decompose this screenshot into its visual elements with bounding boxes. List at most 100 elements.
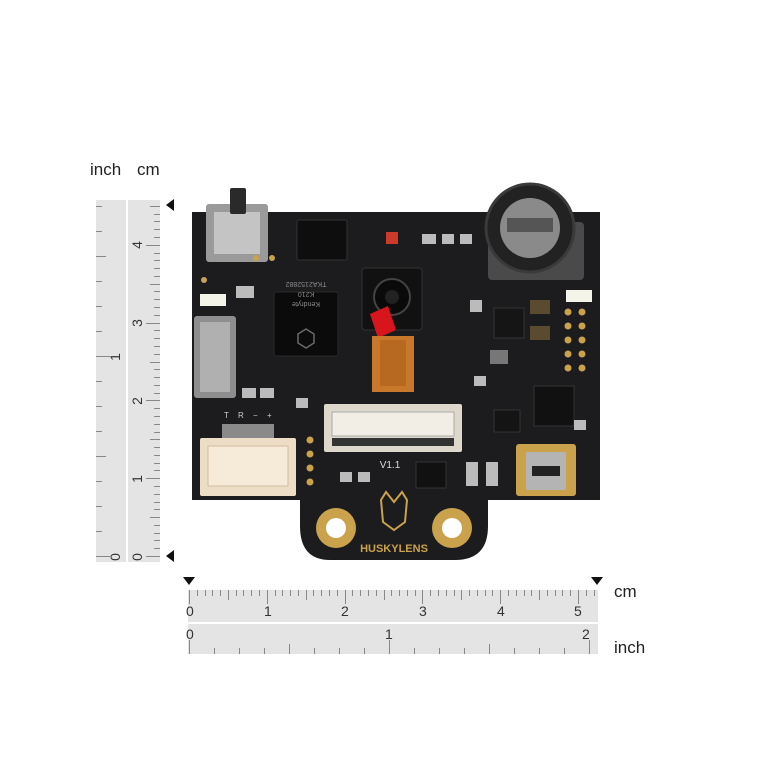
ruler-tick [96, 306, 102, 307]
ruler-tick [313, 590, 315, 596]
ruler-tick [375, 590, 377, 596]
ruler-tick [154, 415, 160, 417]
ruler-tick [154, 338, 160, 340]
horizontal-cm-ruler [188, 590, 598, 622]
ruler-tick [96, 481, 102, 482]
ruler-tick [554, 590, 556, 596]
ruler-tick [329, 590, 331, 596]
horizontal-cm-tick-2: 2 [341, 603, 349, 619]
ruler-tick [593, 590, 595, 596]
ruler-tick [507, 590, 509, 596]
ruler-tick [150, 439, 160, 441]
ruler-tick [154, 369, 160, 371]
ruler-tick [96, 256, 106, 257]
ruler-tick [461, 590, 463, 600]
ruler-tick [154, 392, 160, 394]
ruler-tick [539, 590, 541, 600]
ruler-tick [414, 590, 416, 596]
ruler-tick [514, 648, 515, 654]
ruler-tick [546, 590, 548, 596]
horizontal-marker-right [591, 577, 603, 585]
ruler-tick [239, 648, 240, 654]
ruler-tick [189, 640, 190, 654]
ruler-tick [439, 648, 440, 654]
ruler-tick [364, 648, 365, 654]
ruler-tick [562, 590, 564, 596]
ruler-tick [383, 590, 385, 600]
ruler-tick [154, 501, 160, 503]
inch-label-horizontal: inch [614, 638, 646, 657]
ruler-tick [154, 237, 160, 239]
ruler-tick [274, 590, 276, 596]
ruler-tick [96, 456, 106, 457]
ruler-tick [578, 590, 579, 604]
ruler-tick [154, 408, 160, 410]
ruler-tick [564, 648, 565, 654]
ruler-tick [154, 454, 160, 456]
ruler-tick [196, 590, 198, 596]
ruler-tick [290, 590, 292, 596]
ruler-tick [453, 590, 455, 596]
ruler-tick [367, 590, 369, 596]
ruler-tick [96, 281, 102, 282]
vertical-marker-top [166, 199, 174, 211]
ruler-tick [266, 590, 268, 604]
ruler-tick [539, 648, 540, 654]
version-label: V1.1 [380, 460, 401, 471]
ruler-tick [399, 590, 401, 596]
ruler-tick [154, 213, 160, 215]
ruler-tick [154, 330, 160, 332]
flash-chip [296, 219, 348, 261]
ruler-tick [154, 221, 160, 223]
ruler-tick [314, 648, 315, 654]
ruler-tick [96, 406, 102, 407]
ruler-tick [220, 590, 222, 596]
ruler-tick [154, 307, 160, 309]
horizontal-cm-tick-5: 5 [574, 603, 582, 619]
ruler-tick [150, 361, 160, 363]
pin-label-minus: − [253, 411, 258, 420]
ruler-tick [406, 590, 408, 596]
ruler-tick [243, 590, 245, 596]
pin-label-plus: + [267, 411, 272, 420]
ruler-tick [251, 590, 253, 596]
ruler-tick [154, 423, 160, 425]
ruler-tick [414, 648, 415, 654]
ruler-tick [154, 447, 160, 449]
ruler-tick [264, 648, 265, 654]
ruler-tick [96, 531, 102, 532]
pin-label-t: T [224, 411, 229, 420]
ruler-tick [321, 590, 323, 596]
ruler-tick [96, 381, 102, 382]
ruler-tick [154, 229, 160, 231]
ruler-tick [96, 206, 102, 207]
ruler-tick [146, 322, 160, 324]
horizontal-inch-ruler [188, 624, 598, 654]
ruler-tick [430, 590, 432, 596]
ruler-tick [146, 478, 160, 480]
ruler-tick [154, 548, 160, 550]
ruler-tick [437, 590, 439, 596]
ruler-tick [489, 644, 490, 654]
horizontal-cm-tick-3: 3 [419, 603, 427, 619]
ruler-tick [150, 283, 160, 285]
horizontal-inch-tick-1: 1 [385, 626, 393, 642]
ruler-tick [154, 275, 160, 277]
ruler-tick [352, 590, 354, 596]
pin-label-r: R [238, 411, 244, 420]
horizontal-cm-tick-0: 0 [186, 603, 194, 619]
ruler-tick [150, 517, 160, 519]
ruler-tick [391, 590, 393, 596]
chip-text-3: TKA2152882 [285, 280, 326, 287]
ruler-tick [585, 590, 587, 596]
ruler-tick [235, 590, 237, 596]
k210-processor [273, 291, 339, 357]
ruler-tick [154, 485, 160, 487]
ruler-tick [515, 590, 517, 596]
ruler-tick [445, 590, 447, 596]
ruler-tick [154, 314, 160, 316]
ruler-tick [154, 509, 160, 511]
horizontal-cm-tick-4: 4 [497, 603, 505, 619]
vertical-marker-bottom [166, 550, 174, 562]
